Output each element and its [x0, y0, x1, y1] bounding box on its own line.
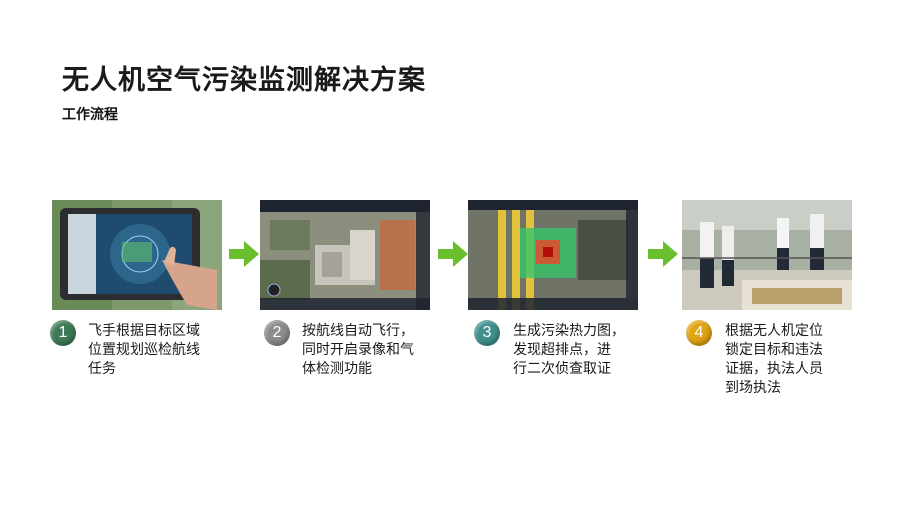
step-1-photo — [52, 200, 222, 310]
step-3-photo — [468, 200, 638, 310]
arrow-icon — [229, 240, 259, 268]
step-3-description: 生成污染热力图，发现超排点，进行二次侦查取证 — [513, 323, 625, 377]
step-4-description: 根据无人机定位锁定目标和违法证据，执法人员到场执法 — [725, 323, 823, 396]
arrow-icon — [648, 240, 678, 268]
step-4-number-badge: 4 — [686, 320, 712, 346]
step-2-photo — [260, 200, 430, 310]
arrow-icon — [438, 240, 468, 268]
step-1-number-badge: 1 — [50, 320, 76, 346]
step-1-description: 飞手根据目标区域位置规划巡检航线任务 — [88, 323, 200, 377]
step-2-number-badge: 2 — [264, 320, 290, 346]
step-4-photo — [682, 200, 852, 310]
page-title: 无人机空气污染监测解决方案 — [62, 65, 426, 96]
step-2-description: 按航线自动飞行，同时开启录像和气体检测功能 — [302, 323, 414, 377]
page-subtitle: 工作流程 — [62, 107, 118, 123]
step-3-number-badge: 3 — [474, 320, 500, 346]
